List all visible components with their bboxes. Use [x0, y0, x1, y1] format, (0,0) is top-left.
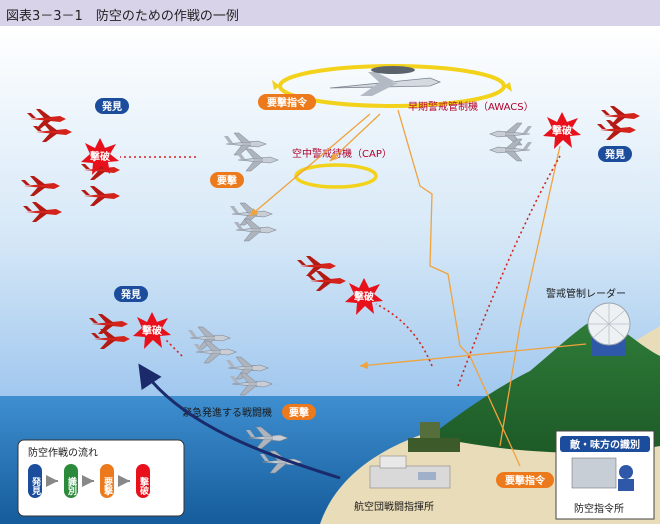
svg-text:発見: 発見 — [101, 100, 122, 113]
burst-east-label: 撃破 — [552, 124, 572, 137]
intercept-badge-scramble: 要撃 — [282, 404, 316, 420]
flow-step-destroy: 撃破 — [136, 464, 150, 498]
radar-label: 警戒管制レーダー — [546, 287, 626, 300]
svg-text:発見: 発見 — [604, 148, 625, 161]
discover-badge-southwest: 発見 — [114, 286, 148, 302]
svg-text:発見: 発見 — [30, 476, 42, 496]
svg-text:発見: 発見 — [120, 288, 141, 301]
discover-badge-west: 発見 — [95, 98, 129, 114]
burst-southwest-label: 撃破 — [142, 324, 162, 337]
flow-step-discover: 発見 — [28, 464, 42, 498]
air-defense-scene: 警戒管制レーダー 早期警戒管制機（AWACS） 空中警戒待機（CAP） 緊急発進… — [0, 26, 660, 524]
defense-command-label: 防空指令所 — [574, 502, 624, 515]
defense-command-panel: 敵・味方の識別 防空指令所 — [556, 431, 654, 519]
radar-dome-icon — [588, 303, 630, 356]
figure-title: 図表3－3－1 防空のための作戦の一例 — [6, 5, 239, 24]
svg-text:要撃指令: 要撃指令 — [267, 96, 308, 109]
svg-text:要撃: 要撃 — [217, 174, 237, 187]
intercept-badge-cap: 要撃 — [210, 172, 244, 188]
svg-text:撃破: 撃破 — [138, 476, 149, 496]
awacs-label: 早期警戒管制機（AWACS） — [408, 100, 534, 113]
burst-west-label: 撃破 — [90, 150, 110, 163]
flow-step-identify: 識別 — [64, 464, 78, 498]
command-post-label: 航空団戦闘指揮所 — [354, 500, 434, 513]
interception-order-badge-top: 要撃指令 — [258, 94, 316, 110]
svg-text:要撃: 要撃 — [102, 477, 113, 496]
burst-central-label: 撃破 — [354, 290, 374, 303]
identification-label: 敵・味方の識別 — [570, 438, 640, 451]
svg-text:要撃指令: 要撃指令 — [505, 474, 546, 487]
figure-header: 図表3－3－1 防空のための作戦の一例 — [0, 0, 660, 26]
flow-legend: 防空作戦の流れ 発見 識別 要撃 撃破 — [18, 440, 184, 516]
flow-title: 防空作戦の流れ — [28, 446, 98, 459]
discover-badge-east: 発見 — [598, 146, 632, 162]
interception-order-badge-bottom: 要撃指令 — [496, 472, 554, 488]
svg-text:要撃: 要撃 — [289, 406, 309, 419]
svg-text:識別: 識別 — [66, 476, 78, 496]
flow-step-intercept: 要撃 — [100, 464, 114, 498]
